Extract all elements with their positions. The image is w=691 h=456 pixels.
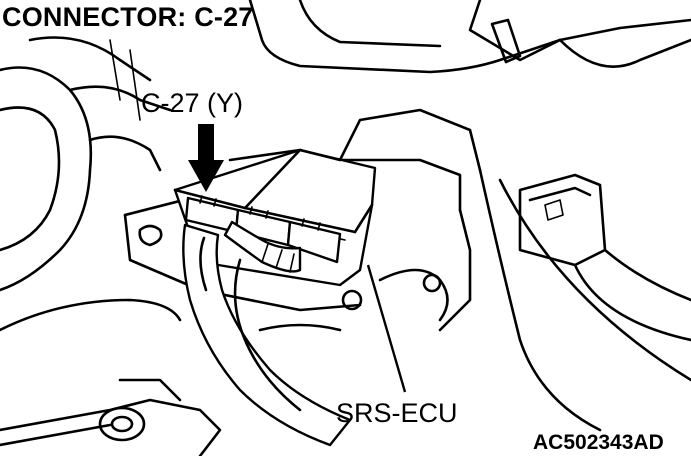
down-arrow-icon [188, 124, 224, 192]
connector-harness [182, 220, 352, 447]
component-label: SRS-ECU [336, 398, 458, 428]
mounting-bracket [123, 108, 482, 332]
connector-label: C-27 (Y) [141, 88, 244, 118]
srs-ecu-leader-line [366, 264, 407, 393]
connector-c27 [184, 195, 342, 264]
dashboard-trim [248, 0, 691, 74]
diagram-title: CONNECTOR: C-27 [2, 2, 254, 32]
figure-code: AC502343AD [533, 431, 664, 454]
right-console [478, 168, 691, 432]
lower-assembly [0, 323, 342, 456]
left-harness [0, 36, 182, 332]
